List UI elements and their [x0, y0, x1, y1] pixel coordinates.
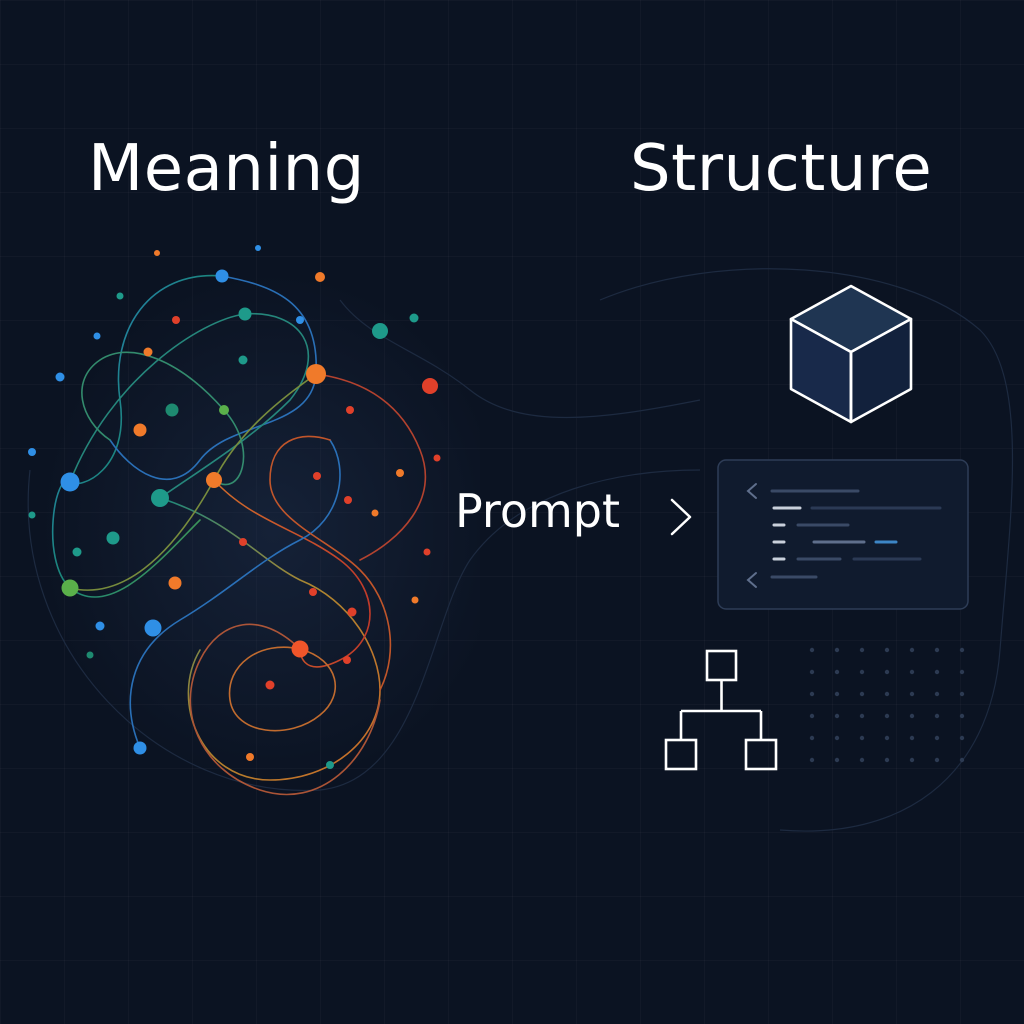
- heading-structure: Structure: [630, 132, 933, 206]
- network-graph-icon: [28, 245, 441, 796]
- network-nodes: [28, 245, 441, 769]
- arrow-right-icon: [644, 498, 692, 536]
- hierarchy-tree-icon: [664, 649, 778, 771]
- background-glow: [20, 250, 480, 810]
- code-editor-icon: [717, 459, 969, 610]
- dot-grid-decoration: [809, 647, 965, 763]
- prompt-label: Prompt: [455, 484, 621, 538]
- heading-meaning: Meaning: [88, 132, 365, 206]
- cube-icon: [789, 284, 913, 424]
- network-curves: [51, 274, 426, 796]
